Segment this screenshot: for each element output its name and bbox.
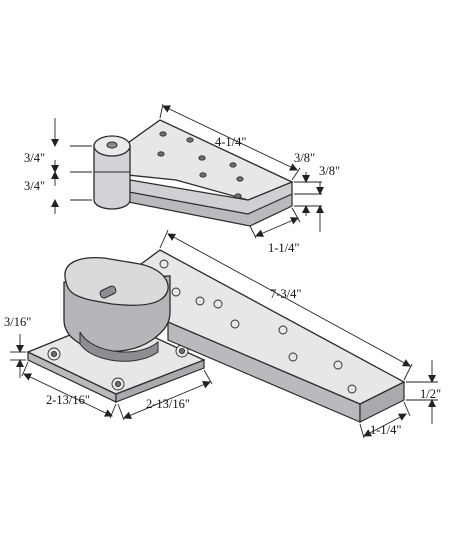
hole-icon bbox=[159, 259, 169, 269]
hole-icon bbox=[199, 172, 207, 178]
top-hub-pin-icon bbox=[106, 141, 118, 149]
bottom-plate-thickness-label: 3/16" bbox=[4, 315, 31, 329]
top-thickness-upper-label: 3/8" bbox=[294, 151, 315, 165]
bottom-boss-cap bbox=[64, 256, 169, 306]
top-pivot-assembly bbox=[93, 119, 294, 227]
hole-icon bbox=[230, 319, 240, 329]
bottom-arm-thickness-label: 1/2" bbox=[420, 387, 441, 401]
hole-icon bbox=[278, 325, 288, 335]
top-hub-body bbox=[93, 145, 131, 210]
hole-icon bbox=[178, 347, 186, 355]
bottom-boss-screw-icon bbox=[99, 285, 117, 299]
hole-icon bbox=[234, 193, 242, 199]
hole-icon bbox=[50, 350, 58, 358]
hole-icon bbox=[159, 131, 167, 137]
hole-icon bbox=[229, 162, 237, 168]
hole-icon bbox=[288, 352, 298, 362]
top-hub-upper-label: 3/4" bbox=[24, 151, 45, 165]
top-hub-lower-label: 3/4" bbox=[24, 179, 45, 193]
hole-icon bbox=[347, 384, 357, 394]
hole-icon bbox=[171, 287, 181, 297]
hole-icon bbox=[198, 155, 206, 161]
top-width-label: 1-1/4" bbox=[268, 241, 300, 255]
bottom-plate-left-width-label: 2-13/16" bbox=[46, 393, 90, 407]
hole-icon bbox=[195, 296, 205, 306]
top-pivot-dimensions bbox=[51, 103, 324, 239]
top-length-label: 4-1/4" bbox=[215, 135, 247, 149]
hole-icon bbox=[236, 176, 244, 182]
hole-icon bbox=[114, 380, 122, 388]
top-thickness-lower-label: 3/8" bbox=[319, 164, 340, 178]
bottom-boss-collar bbox=[79, 331, 159, 362]
hole-icon bbox=[213, 299, 223, 309]
bottom-pivot-dimensions bbox=[10, 229, 438, 439]
hole-icon bbox=[186, 137, 194, 143]
hole-icon bbox=[157, 151, 165, 157]
hole-icon bbox=[333, 360, 343, 370]
bottom-arm-length-label: 7-3/4" bbox=[270, 287, 302, 301]
bottom-plate-right-width-label: 2-13/16" bbox=[146, 397, 190, 411]
bottom-arm-width-label: 1-1/4" bbox=[370, 423, 402, 437]
